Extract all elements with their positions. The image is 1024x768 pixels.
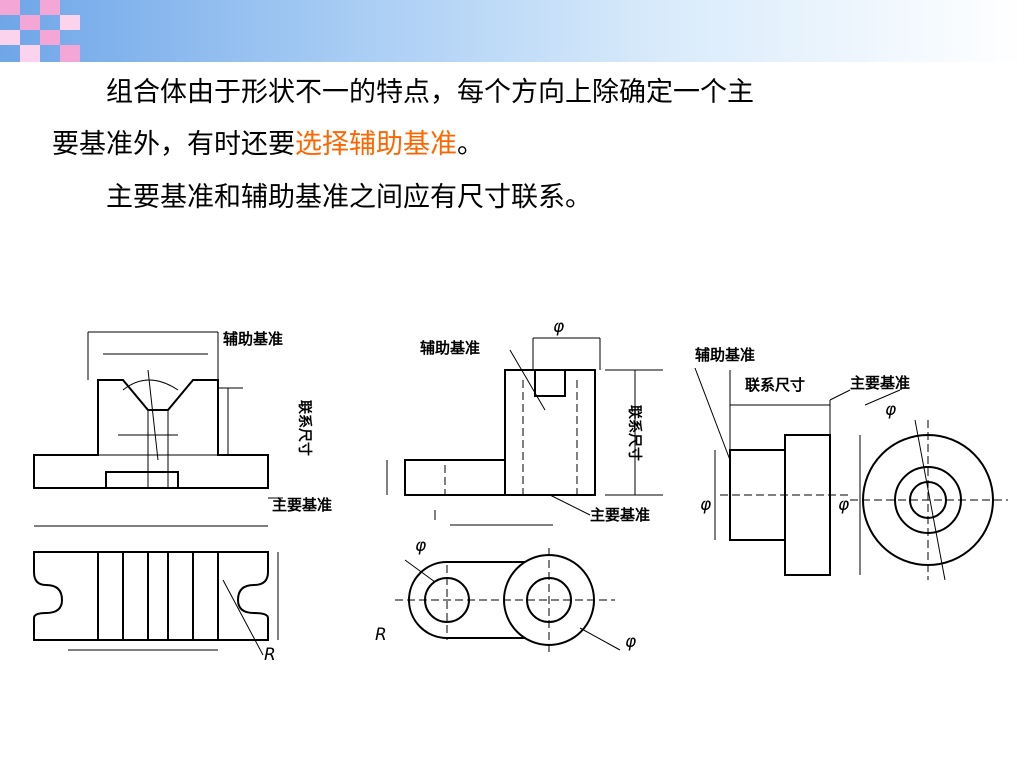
figure-3-stepped-cylinder-drawing: 辅助基准 联系尺寸 主要基准 φ φ φ [694, 346, 1008, 581]
fig2-phi-top-label: φ [553, 317, 565, 337]
paragraph-line-2-end: 。 [457, 129, 484, 160]
fig1-main-datum-label: 主要基准 [272, 496, 332, 514]
paragraph-line-2-text: 要基准外，有时还要 [52, 129, 295, 160]
highlight-text: 选择辅助基准 [295, 129, 457, 160]
fig3-main-datum-label: 主要基准 [850, 374, 910, 392]
fig2-radius-label: R [375, 625, 387, 645]
fig1-aux-datum-label: 辅助基准 [223, 330, 283, 348]
fig3-phi-right-label: φ [838, 495, 850, 515]
figure-2-flange-drawing: 辅助基准 φ 联系尺寸 主要基准 φ R φ [375, 317, 663, 655]
fig1-link-dim-label: 联系尺寸 [296, 400, 313, 456]
fig2-aux-datum-label: 辅助基准 [420, 339, 480, 357]
fig1-radius-label: R [264, 645, 276, 665]
fig2-main-datum-label: 主要基准 [590, 506, 650, 524]
fig2-link-dim-label: 联系尺寸 [626, 405, 643, 461]
fig3-aux-datum-label: 辅助基准 [695, 346, 755, 364]
fig2-phi-left-label: φ [415, 536, 427, 556]
fig2-phi-right-label: φ [625, 632, 637, 652]
fig3-link-dim-label: 联系尺寸 [745, 376, 805, 394]
header-mosaic-decoration [0, 0, 80, 62]
paragraph-line-1: 组合体由于形状不一的特点，每个方向上除确定一个主 [106, 77, 754, 108]
fig3-phi-top-label: φ [885, 400, 897, 420]
header-gradient-bar [0, 0, 1024, 62]
figure-1-bracket-drawing: 辅助基准 联系尺寸 主要基准 R [33, 330, 332, 665]
paragraph-line-3: 主要基准和辅助基准之间应有尺寸联系。 [106, 182, 592, 213]
fig3-phi-left-label: φ [700, 495, 712, 515]
paragraph-line-2: 要基准外，有时还要选择辅助基准。 [52, 130, 484, 160]
